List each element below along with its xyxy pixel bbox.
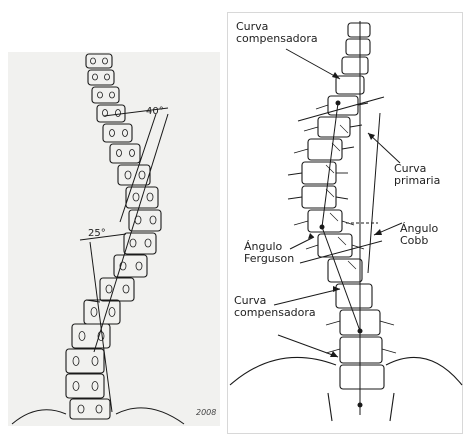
left-spine-drawing [8,52,220,426]
lower-curve-line [90,242,112,412]
angle-lower-label: 25° [88,228,106,239]
vertebra [110,144,140,163]
right-measurement-lines [298,21,384,415]
artist-signature: 2008 [196,408,216,417]
right-vertebrae [302,23,384,389]
left-spine-diagram: 40° 25° 2008 [8,52,220,426]
vertebra [92,87,119,103]
upper-curve-line [120,114,156,222]
angle-upper-label: 40° [146,106,164,117]
vertebra [88,70,114,85]
vertebra [70,399,110,419]
label-curva-compensadora-bottom: Curva compensadora [234,295,316,319]
label-angulo-cobb: Ángulo Cobb [400,223,438,247]
left-pelvis [12,408,184,424]
right-spine-diagram: Curva compensadora Curva primaria Ángulo… [227,12,463,434]
vertebra [86,54,112,68]
left-measurement-lines [80,108,168,412]
label-curva-compensadora-top: Curva compensadora [236,21,318,45]
label-curva-primaria: Curva primaria [394,163,440,187]
label-angulo-ferguson: Ángulo Ferguson [244,241,294,265]
